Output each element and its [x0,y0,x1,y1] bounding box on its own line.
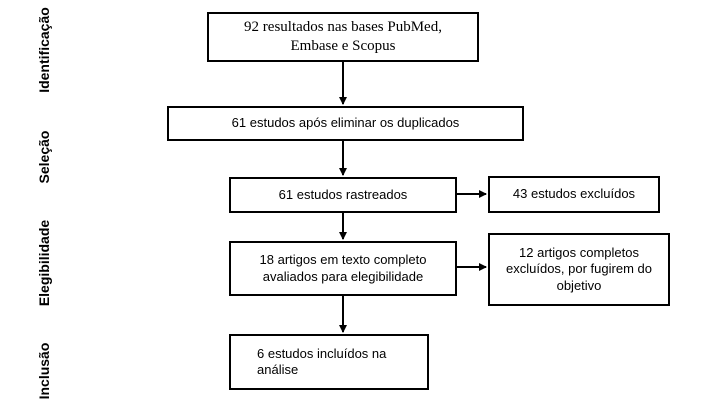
box-excluded-screening-text: 43 estudos excluídos [512,186,636,202]
box-included: 6 estudos incluídos na análise [229,334,429,390]
box-excluded-fulltext-line1: 12 artigos completos [519,245,639,261]
box-excluded-fulltext-line3: objetivo [556,277,602,293]
box-deduplicated: 61 estudos após eliminar os duplicados [167,106,524,141]
box-screened-text: 61 estudos rastreados [278,186,408,202]
box-search-results: 92 resultados nas bases PubMed, Embase e… [207,12,479,62]
box-deduplicated-text: 61 estudos após eliminar os duplicados [231,115,460,131]
box-excluded-fulltext-line2: excluídos, por fugirem do [506,261,652,277]
box-search-results-line2: Embase e Scopus [290,38,396,54]
box-excluded-fulltext: 12 artigos completos excluídos, por fugi… [488,233,670,306]
box-search-results-line1: 92 resultados nas bases PubMed, [244,19,442,36]
box-included-line1: 6 estudos incluídos na [257,345,387,361]
box-fulltext-line2: avaliados para elegibilidade [262,268,424,284]
box-included-line2: análise [257,362,299,377]
box-screened: 61 estudos rastreados [229,177,457,213]
box-fulltext-line1: 18 artigos em texto completo [259,252,427,268]
box-excluded-screening: 43 estudos excluídos [488,176,660,213]
box-fulltext-assessed: 18 artigos em texto completo avaliados p… [229,241,457,296]
